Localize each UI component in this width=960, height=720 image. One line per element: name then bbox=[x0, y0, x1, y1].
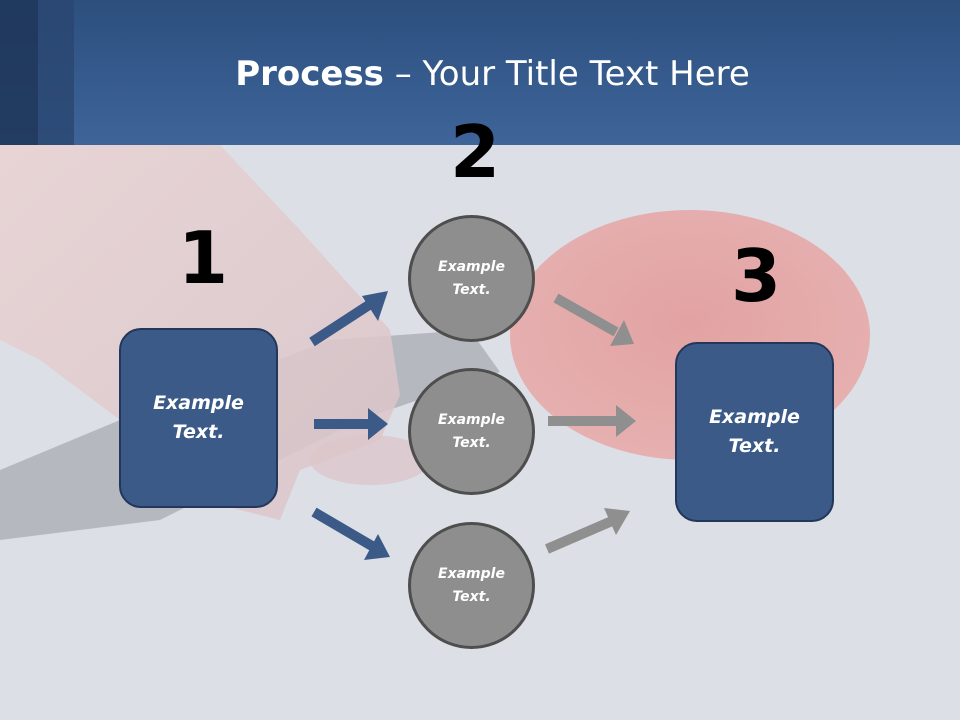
blue-arrow-up-right-icon bbox=[309, 291, 388, 347]
blue-arrow-right-icon bbox=[314, 408, 388, 440]
gray-arrow-right-icon bbox=[548, 405, 636, 437]
step-number-1: 1 bbox=[178, 216, 229, 300]
step-1-box[interactable]: Example Text. bbox=[119, 328, 278, 508]
gray-arrow-down-right-icon bbox=[553, 293, 634, 346]
step-2-circle-middle[interactable]: Example Text. bbox=[408, 368, 535, 495]
slide-title: Process – Your Title Text Here bbox=[0, 52, 960, 96]
step-number-3: 3 bbox=[731, 234, 782, 318]
step-number-2: 2 bbox=[450, 110, 501, 194]
header-accent-stripe bbox=[38, 0, 74, 145]
title-rest: – Your Title Text Here bbox=[383, 54, 750, 94]
header-accent-stripe bbox=[0, 0, 38, 145]
blue-arrow-down-right-icon bbox=[311, 507, 390, 560]
step-2-circle-bottom[interactable]: Example Text. bbox=[408, 522, 535, 649]
title-bold: Process bbox=[235, 54, 384, 94]
step-3-box[interactable]: Example Text. bbox=[675, 342, 834, 522]
title-bar bbox=[0, 0, 960, 145]
gray-arrow-up-right-icon bbox=[545, 508, 630, 554]
step-2-circle-top[interactable]: Example Text. bbox=[408, 215, 535, 342]
